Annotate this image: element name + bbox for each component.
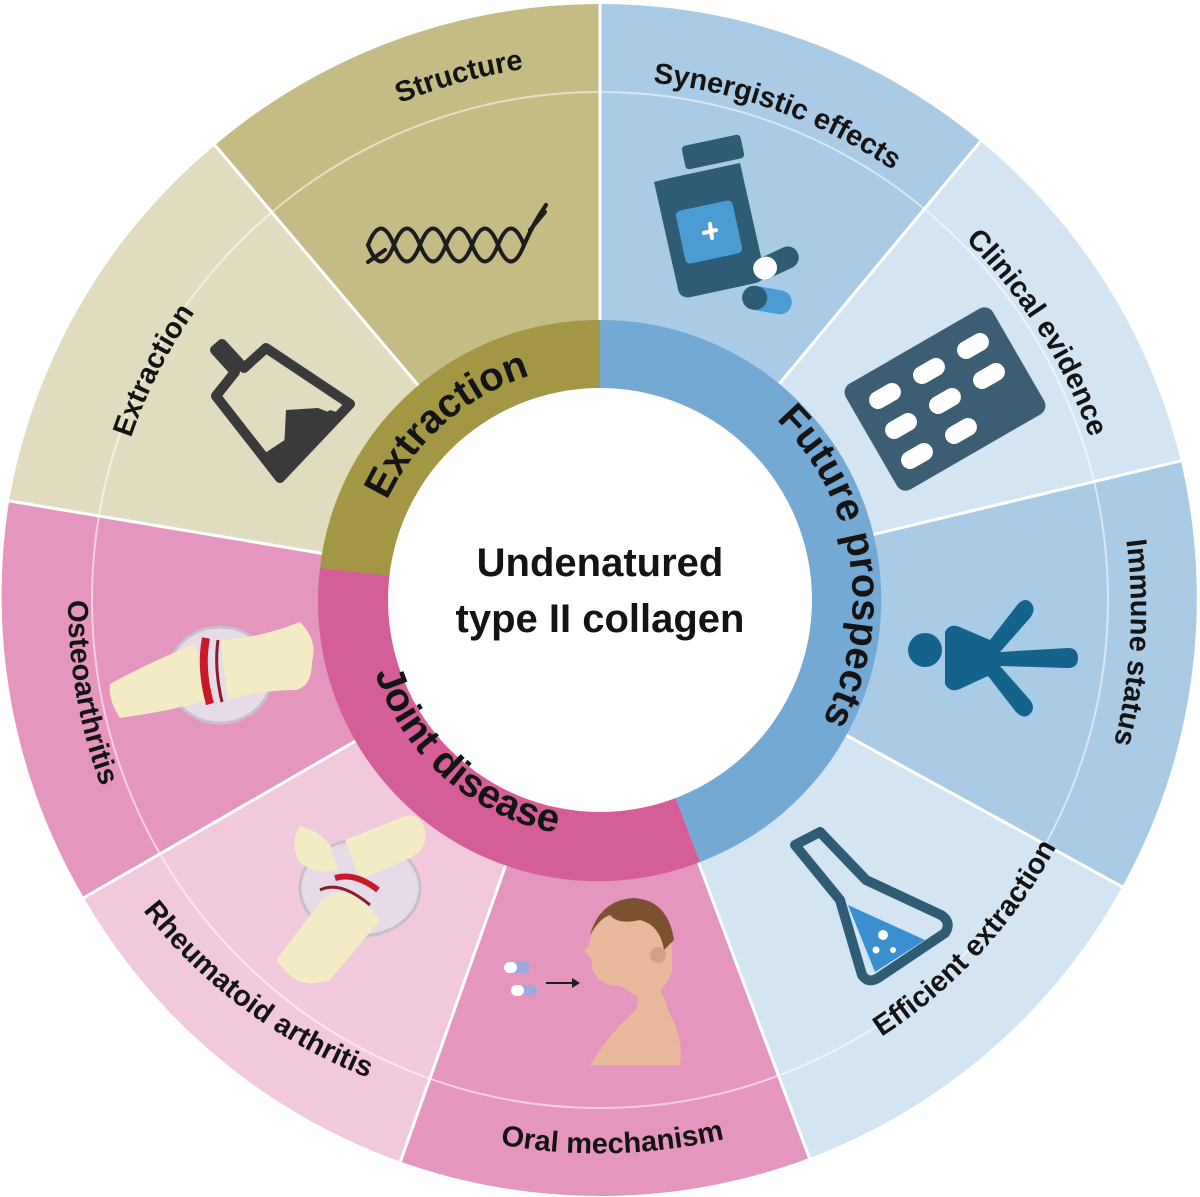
- center-title-line2: type II collagen: [456, 597, 745, 641]
- dna-helix-icon: [366, 203, 548, 264]
- segment-oral[interactable]: [400, 600, 810, 1197]
- pill-blister-icon: [844, 307, 1046, 491]
- flask-icon: [210, 339, 355, 483]
- center-title-line1: Undenatured: [477, 541, 724, 585]
- inflamed-joint-icon: [276, 815, 426, 984]
- bone-joint-icon: [109, 622, 314, 725]
- person-swallowing-pill-icon: [504, 898, 681, 1065]
- bubbling-flask-icon: [790, 827, 953, 986]
- center-circle: [388, 388, 812, 812]
- capsule-icon: [504, 962, 537, 996]
- person-icon: [908, 600, 1078, 717]
- medicine-bottle-icon: [654, 134, 799, 315]
- inner-ring-line: [91, 91, 1109, 1109]
